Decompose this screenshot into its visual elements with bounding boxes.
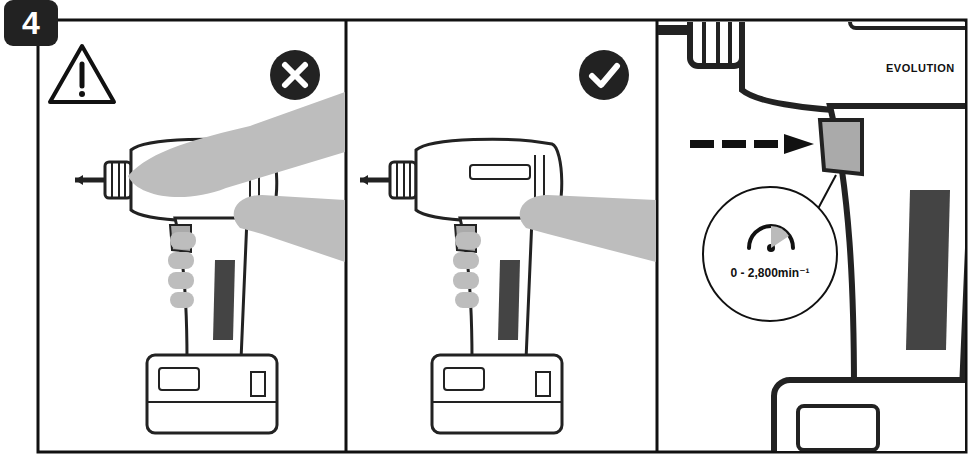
speedometer-icon — [741, 214, 801, 254]
step-badge: 4 — [4, 0, 58, 46]
step-number: 4 — [22, 5, 40, 42]
speed-label: 0 - 2,800min⁻¹ — [704, 266, 836, 280]
brand-label: EVOLUTION — [884, 62, 957, 74]
speed-gauge: 0 - 2,800min⁻¹ — [702, 186, 838, 322]
